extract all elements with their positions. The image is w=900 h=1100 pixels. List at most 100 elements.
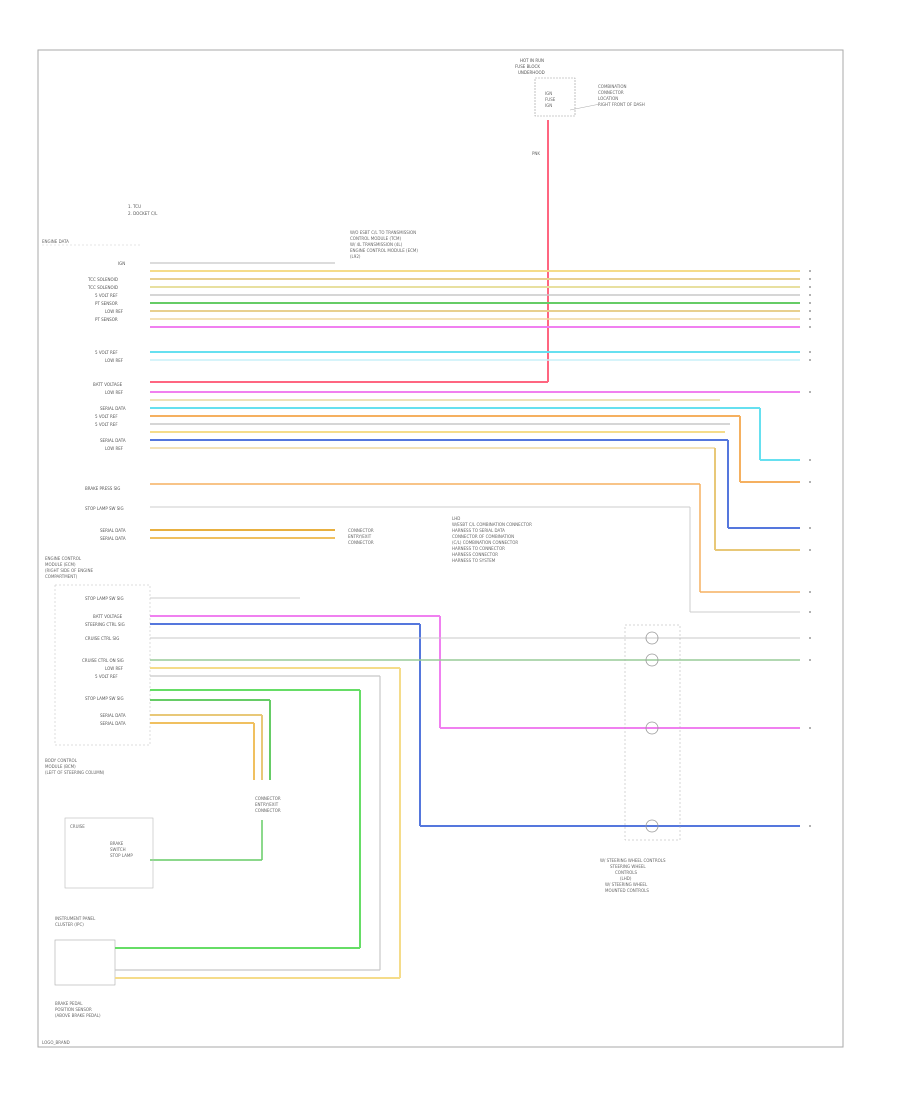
lower-labels: STOP LAMP SW SIG BATT VOLTAGE STEERING C…: [82, 596, 126, 726]
svg-text:(LHD): (LHD): [620, 876, 632, 881]
section-header: ENGINE DATA: [42, 239, 69, 244]
svg-text:STEERING WHEEL: STEERING WHEEL: [610, 864, 646, 869]
top-fuse-line-2: FUSE: [545, 97, 556, 102]
svg-text:SERIAL DATA: SERIAL DATA: [100, 528, 126, 533]
svg-text:ENTRY/EXIT: ENTRY/EXIT: [255, 802, 279, 807]
top-component-line-3: UNDERHOOD: [518, 70, 545, 75]
svg-text:HARNESS TO SERIAL DATA: HARNESS TO SERIAL DATA: [452, 528, 505, 533]
svg-text:IGN: IGN: [118, 261, 125, 266]
svg-text:BATT VOLTAGE: BATT VOLTAGE: [93, 614, 123, 619]
cluster-box: [54, 939, 116, 986]
svg-text:SERIAL DATA: SERIAL DATA: [100, 713, 126, 718]
svg-text:W/ STEERING WHEEL CONTROLS: W/ STEERING WHEEL CONTROLS: [600, 858, 666, 863]
switch-label-4: STOP LAMP: [110, 853, 133, 858]
wire-vertical-label: PNK: [532, 151, 540, 156]
svg-text:BATT VOLTAGE: BATT VOLTAGE: [93, 382, 123, 387]
middle-note: LHD W/ESBT C/L COMBINATION CONNECTOR HAR…: [452, 516, 532, 563]
splice-box: [624, 624, 681, 841]
bottom-left-block: BRAKE PRESS SIG STOP LAMP SW SIG SERIAL …: [45, 483, 800, 613]
svg-text:5 VOLT REF: 5 VOLT REF: [95, 674, 118, 679]
svg-text:PT SENSOR: PT SENSOR: [95, 301, 118, 306]
wire-group-2: [150, 351, 800, 361]
svg-text:(L92): (L92): [350, 254, 361, 259]
diagram-frame: [37, 49, 844, 1048]
svg-text:HARNESS TO SYSTEM: HARNESS TO SYSTEM: [452, 558, 496, 563]
splice-connector-2: [645, 653, 659, 667]
top-component-line-1: HOT IN RUN: [520, 58, 544, 63]
top-right-line-3: LOCATION: [598, 96, 618, 101]
svg-text:POSITION SENSOR: POSITION SENSOR: [55, 1007, 92, 1012]
svg-text:CONNECTOR OF COMBINATION: CONNECTOR OF COMBINATION: [452, 534, 514, 539]
cluster-label-2: CLUSTER (IPC): [55, 922, 84, 927]
top-right-line-2: CONNECTOR: [598, 90, 624, 95]
svg-text:SERIAL DATA: SERIAL DATA: [100, 438, 126, 443]
switch-label-2: BRAKE: [110, 841, 124, 846]
svg-text:BRAKE PRESS SIG: BRAKE PRESS SIG: [85, 486, 120, 491]
splice-connector-1: [645, 631, 659, 645]
svg-text:MOUNTED CONTROLS: MOUNTED CONTROLS: [605, 888, 649, 893]
svg-text:LOW REF: LOW REF: [105, 666, 124, 671]
svg-text:PT SENSOR: PT SENSOR: [95, 317, 118, 322]
note-top: W/O ESBT C/L TO TRANSMISSION CONTROL MOD…: [350, 230, 418, 259]
top-right-line-1: COMBINATION: [598, 84, 627, 89]
svg-text:SERIAL DATA: SERIAL DATA: [100, 721, 126, 726]
lower-module-box: [54, 584, 151, 746]
splice-connector-3: [645, 721, 659, 735]
top-right-line-4: RIGHT FRONT OF DASH: [598, 102, 645, 107]
svg-text:(ABOVE BRAKE PEDAL): (ABOVE BRAKE PEDAL): [55, 1013, 101, 1018]
splice-connector-4: [645, 819, 659, 833]
top-fuse-block: HOT IN RUN FUSE BLOCK UNDERHOOD IGN FUSE…: [515, 58, 645, 156]
svg-text:BODY CONTROL: BODY CONTROL: [45, 758, 78, 763]
svg-text:(RIGHT SIDE OF ENGINE: (RIGHT SIDE OF ENGINE: [45, 568, 93, 573]
label-5v-ref-2: 5 VOLT REF: [95, 350, 118, 355]
svg-text:5 VOLT REF: 5 VOLT REF: [95, 414, 118, 419]
svg-text:W/ESBT C/L COMBINATION CONNECT: W/ESBT C/L COMBINATION CONNECTOR: [452, 522, 532, 527]
svg-text:SERIAL DATA: SERIAL DATA: [100, 406, 126, 411]
svg-text:LOW REF: LOW REF: [105, 390, 124, 395]
svg-text:STEERING CTRL SIG: STEERING CTRL SIG: [85, 622, 125, 627]
svg-text:5 VOLT REF: 5 VOLT REF: [95, 422, 118, 427]
svg-text:BRAKE PEDAL: BRAKE PEDAL: [55, 1001, 83, 1006]
svg-text:STOP LAMP SW SIG: STOP LAMP SW SIG: [85, 596, 124, 601]
svg-text:LHD: LHD: [452, 516, 460, 521]
svg-text:W/ STEERING WHEEL: W/ STEERING WHEEL: [605, 882, 648, 887]
top-fuse-line-3: IGN: [545, 103, 552, 108]
cluster-label-1: INSTRUMENT PANEL: [55, 916, 96, 921]
svg-text:CONTROLS: CONTROLS: [615, 870, 638, 875]
lower-module-label: BODY CONTROL MODULE (BCM) (LEFT OF STEER…: [45, 758, 105, 775]
svg-text:HARNESS TO CONNECTOR: HARNESS TO CONNECTOR: [452, 546, 505, 551]
left-labels-group1: IGN TCC SOLENOID TCC SOLENOID 5 VOLT REF…: [87, 261, 125, 322]
switch-label-3: SWITCH: [110, 847, 126, 852]
svg-text:STOP LAMP SW SIG: STOP LAMP SW SIG: [85, 506, 124, 511]
lower-wires: [150, 597, 800, 978]
legend-item-2: 2. DOCKET C/L: [128, 211, 158, 216]
svg-text:TCC SOLENOID: TCC SOLENOID: [87, 285, 118, 290]
connector-bottom: CONNECTOR ENTRY/EXIT CONNECTOR: [255, 796, 281, 813]
svg-text:CONNECTOR: CONNECTOR: [255, 796, 281, 801]
svg-text:(LEFT OF STEERING COLUMN): (LEFT OF STEERING COLUMN): [45, 770, 105, 775]
svg-text:(C/L) COMBINATION CONNECTOR: (C/L) COMBINATION CONNECTOR: [452, 540, 518, 545]
top-component-line-2: FUSE BLOCK: [515, 64, 540, 69]
label-low-ref-2: LOW REF: [105, 358, 124, 363]
svg-text:HARNESS CONNECTOR: HARNESS CONNECTOR: [452, 552, 498, 557]
top-fuse-line-1: IGN: [545, 91, 552, 96]
wire-group-1: [150, 262, 800, 328]
svg-text:CRUISE CTRL ON SIG: CRUISE CTRL ON SIG: [82, 658, 124, 663]
svg-text:5 VOLT REF: 5 VOLT REF: [95, 293, 118, 298]
svg-text:CONTROL MODULE (TCM): CONTROL MODULE (TCM): [350, 236, 401, 241]
svg-text:MODULE (ECM): MODULE (ECM): [45, 562, 76, 567]
switch-label-1: CRUISE: [70, 824, 85, 829]
svg-text:CONNECTOR: CONNECTOR: [348, 528, 374, 533]
svg-text:STOP LAMP SW SIG: STOP LAMP SW SIG: [85, 696, 124, 701]
brake-block: BRAKE PEDAL POSITION SENSOR (ABOVE BRAKE…: [55, 1001, 101, 1018]
svg-text:W/ 4L TRANSMISSION (4L): W/ 4L TRANSMISSION (4L): [350, 242, 403, 247]
svg-text:CONNECTOR: CONNECTOR: [255, 808, 281, 813]
svg-text:CRUISE CTRL SIG: CRUISE CTRL SIG: [85, 636, 119, 641]
svg-text:W/O ESBT C/L TO TRANSMISSION: W/O ESBT C/L TO TRANSMISSION: [350, 230, 416, 235]
svg-text:CONNECTOR: CONNECTOR: [348, 540, 374, 545]
svg-text:ENTRY/EXIT: ENTRY/EXIT: [348, 534, 372, 539]
svg-text:MODULE (BCM): MODULE (BCM): [45, 764, 76, 769]
left-labels-group3: BATT VOLTAGE LOW REF SERIAL DATA 5 VOLT …: [93, 382, 126, 451]
splice-block-label: W/ STEERING WHEEL CONTROLS STEERING WHEE…: [600, 858, 666, 893]
